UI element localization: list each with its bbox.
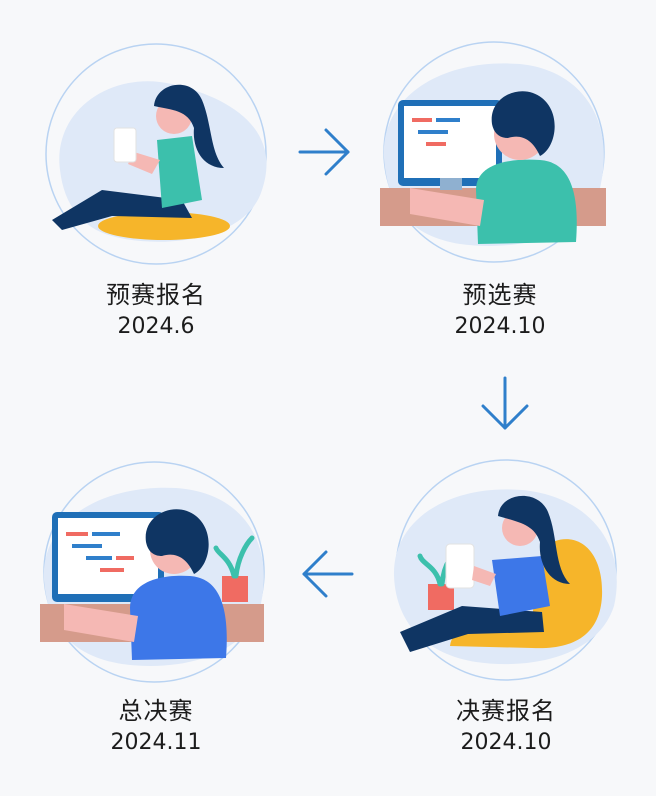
arrow-right-icon bbox=[296, 124, 354, 184]
step-1-label: 预赛报名 2024.6 bbox=[46, 280, 266, 342]
step-2-date: 2024.10 bbox=[454, 314, 546, 339]
step-2-label: 预选赛 2024.10 bbox=[390, 280, 610, 342]
step-4-label: 总决赛 2024.11 bbox=[46, 696, 266, 758]
step-1-date: 2024.6 bbox=[117, 314, 195, 339]
step-1-illustration bbox=[42, 40, 270, 268]
step-4-date: 2024.11 bbox=[110, 730, 202, 755]
step-3-label: 决赛报名 2024.10 bbox=[396, 696, 616, 758]
arrow-down-icon bbox=[476, 374, 534, 438]
step-3-date: 2024.10 bbox=[460, 730, 552, 755]
step-4-name: 总决赛 bbox=[118, 697, 194, 725]
step-3-name: 决赛报名 bbox=[456, 697, 556, 725]
step-3-illustration bbox=[392, 456, 620, 684]
step-1-name: 预赛报名 bbox=[106, 281, 206, 309]
step-2-name: 预选赛 bbox=[462, 281, 538, 309]
step-2-illustration bbox=[380, 38, 608, 266]
step-4-illustration bbox=[40, 458, 268, 686]
arrow-left-icon bbox=[298, 546, 356, 606]
